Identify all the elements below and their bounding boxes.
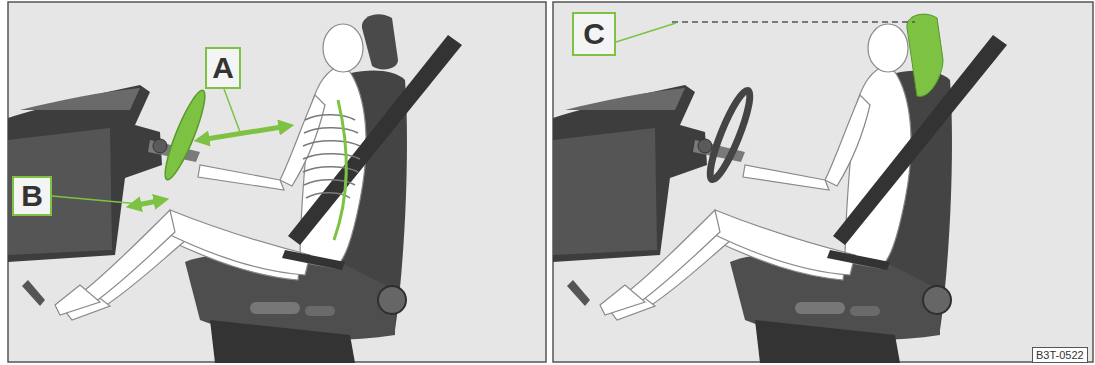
callout-box: C xyxy=(572,12,616,56)
headrest-highlighted xyxy=(907,14,943,96)
rib xyxy=(303,154,360,159)
spine xyxy=(334,100,347,240)
rib-cage xyxy=(303,115,360,198)
rib xyxy=(303,141,360,146)
callout-box: A xyxy=(205,47,241,89)
callout-letter: B xyxy=(21,181,43,211)
leader-line xyxy=(52,196,140,204)
callout-box: B xyxy=(12,176,52,216)
panel-frame xyxy=(8,2,546,362)
leader-line xyxy=(616,23,676,42)
rib xyxy=(304,128,358,133)
steering-wheel-highlighted xyxy=(159,87,212,183)
head-height-line xyxy=(672,21,915,23)
distance-arrow xyxy=(200,126,288,140)
car-interior xyxy=(8,14,462,363)
rib xyxy=(305,115,355,120)
rib xyxy=(303,167,358,172)
callout-letter: C xyxy=(583,19,605,49)
figure-code: B3T-0522 xyxy=(1032,347,1088,363)
steering-wheel xyxy=(704,87,757,183)
car-interior xyxy=(553,14,1007,363)
callout-letter: A xyxy=(212,53,234,83)
panel-frame xyxy=(553,2,1093,362)
leader-line xyxy=(224,89,240,132)
